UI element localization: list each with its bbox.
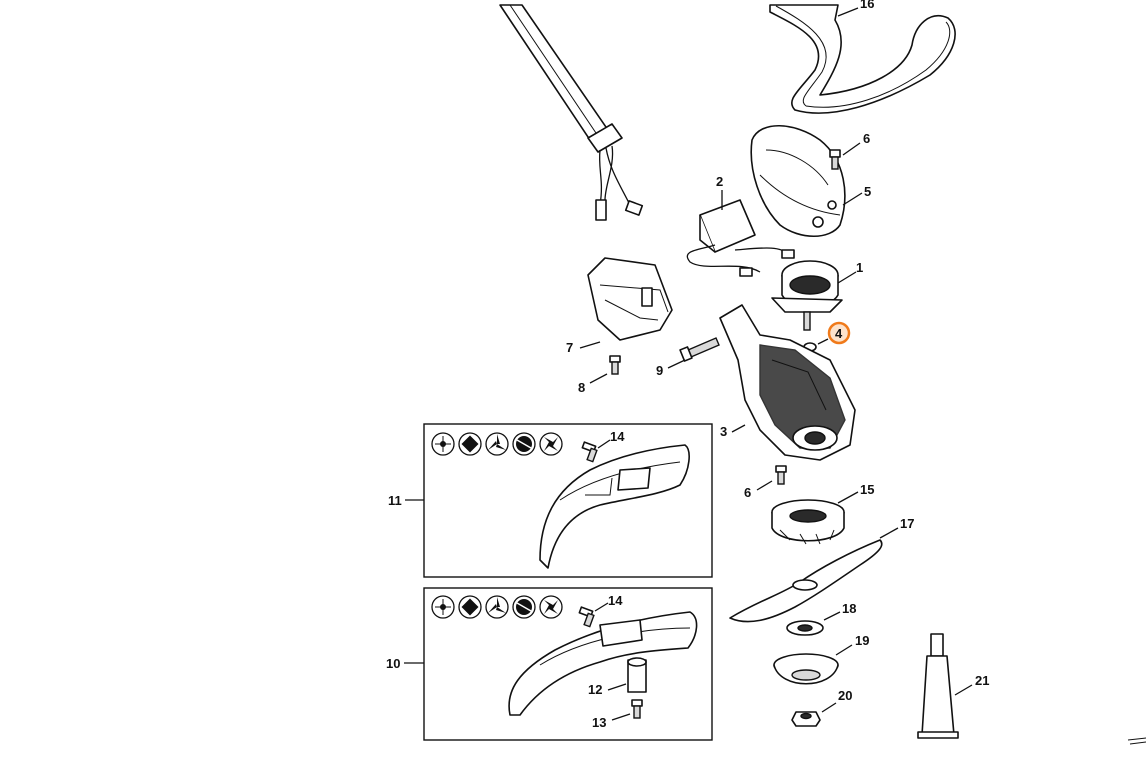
three-blade-icon xyxy=(485,432,509,456)
square-blade-icon xyxy=(458,432,482,456)
screw-6-top: 6 xyxy=(829,131,870,170)
electronics-module-2: 2 xyxy=(686,174,795,277)
screw-9: 9 xyxy=(656,337,720,378)
part-label-9: 9 xyxy=(656,363,663,378)
blade-17: 17 xyxy=(729,516,914,623)
square-blade-icon xyxy=(458,595,482,619)
thrust-plate-15: 15 xyxy=(771,482,874,545)
main-housing-3: 3 xyxy=(719,304,856,461)
highlight-ring-4 xyxy=(827,321,851,345)
part-label-14-lower: 14 xyxy=(608,593,623,608)
saw-blade-icon xyxy=(512,595,536,619)
part-label-6-bottom: 6 xyxy=(744,485,751,500)
part-label-3: 3 xyxy=(720,424,727,439)
housing-cover-7: 7 xyxy=(566,257,673,355)
part-label-16: 16 xyxy=(860,0,874,11)
part-label-18: 18 xyxy=(842,601,856,616)
four-blade-icon xyxy=(539,595,563,619)
grease-tube-21: 21 xyxy=(917,633,989,739)
guard-box-11: 11 14 xyxy=(388,423,713,578)
cutter-icon xyxy=(431,595,455,619)
cutter-icon xyxy=(431,432,455,456)
nut-20: 20 xyxy=(791,688,852,727)
washer-18: 18 xyxy=(786,601,856,636)
part-label-21: 21 xyxy=(975,673,989,688)
part-label-15: 15 xyxy=(860,482,874,497)
part-label-6-top: 6 xyxy=(863,131,870,146)
handle-loop-16: 16 xyxy=(769,0,956,114)
shaft xyxy=(499,4,644,221)
part-label-12: 12 xyxy=(588,682,602,697)
part-label-19: 19 xyxy=(855,633,869,648)
part-label-7: 7 xyxy=(566,340,573,355)
part-label-11: 11 xyxy=(388,493,402,508)
part-label-14-upper: 14 xyxy=(610,429,625,444)
part-label-1: 1 xyxy=(856,260,863,275)
edge-fragment xyxy=(1127,737,1146,745)
part-label-2: 2 xyxy=(716,174,723,189)
part-label-10: 10 xyxy=(386,656,400,671)
part-label-17: 17 xyxy=(900,516,914,531)
part-label-5: 5 xyxy=(864,184,871,199)
screw-8: 8 xyxy=(578,355,621,395)
screw-6-bottom: 6 xyxy=(744,465,787,500)
cup-19: 19 xyxy=(773,633,869,685)
four-blade-icon xyxy=(539,432,563,456)
part-label-8: 8 xyxy=(578,380,585,395)
saw-blade-icon xyxy=(512,432,536,456)
three-blade-icon xyxy=(485,595,509,619)
part-label-4: 4 xyxy=(835,326,843,341)
motor-cover-5: 5 xyxy=(750,124,871,237)
washer-4: 4 xyxy=(803,321,851,352)
guard-box-10: 10 14 xyxy=(386,587,713,741)
part-label-20: 20 xyxy=(838,688,852,703)
motor-1: 1 xyxy=(771,260,863,331)
part-label-13: 13 xyxy=(592,715,606,730)
